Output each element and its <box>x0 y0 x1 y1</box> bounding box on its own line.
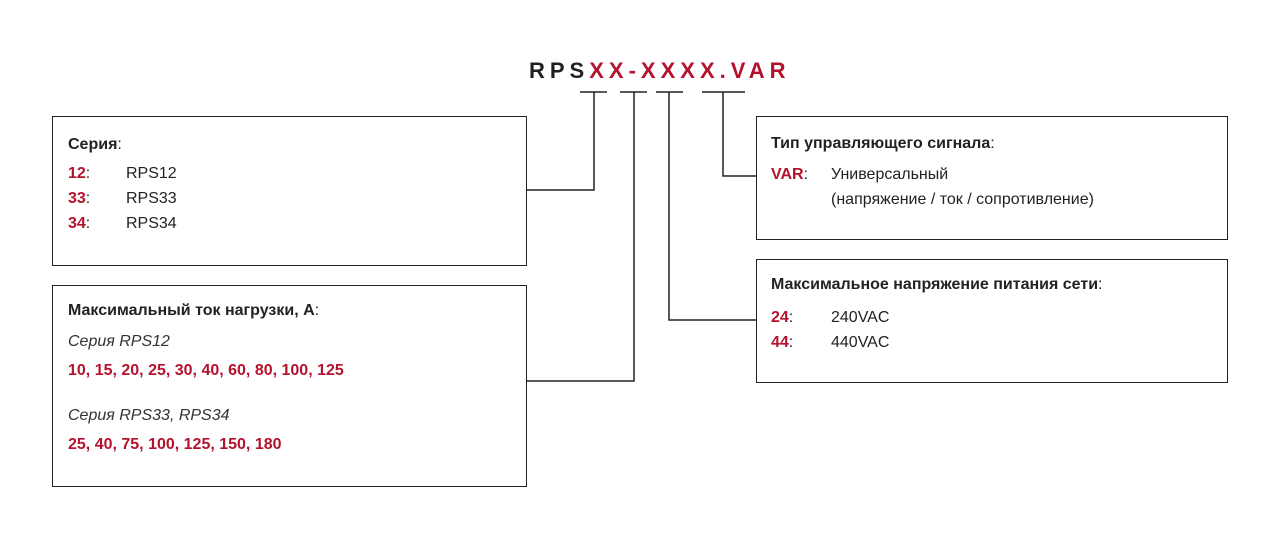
current-group-values-rps12: 10, 15, 20, 25, 30, 40, 60, 80, 100, 125 <box>68 362 344 379</box>
current-box: Максимальный ток нагрузки, А: Серия RPS1… <box>52 285 527 487</box>
series-item-34: 34:RPS34 <box>68 215 177 232</box>
current-group-label-rps12: Серия RPS12 <box>68 333 170 350</box>
signal-title: Тип управляющего сигнала: <box>771 135 995 152</box>
current-group-label-rps33-34: Серия RPS33, RPS34 <box>68 407 230 424</box>
signal-line1: Универсальный <box>831 166 949 183</box>
series-item-12: 12:RPS12 <box>68 165 177 182</box>
signal-item-var: VAR: <box>771 166 809 183</box>
code-variable: XX-XXXX. <box>589 58 731 83</box>
code-prefix: RPS <box>529 58 590 83</box>
voltage-title: Максимальное напряжение питания сети: <box>771 276 1103 293</box>
series-item-33: 33:RPS33 <box>68 190 177 207</box>
code-suffix: VAR <box>730 58 791 83</box>
voltage-item-44: 44:440VAC <box>771 334 890 351</box>
connector-signal <box>722 92 756 177</box>
signal-box: Тип управляющего сигнала: VAR: Универсал… <box>756 116 1228 240</box>
current-title: Максимальный ток нагрузки, А: <box>68 302 320 319</box>
voltage-item-24: 24:240VAC <box>771 309 890 326</box>
model-code: RPSXX-XXXX.VAR <box>529 58 791 84</box>
connector-current <box>527 92 635 382</box>
current-group-values-rps33-34: 25, 40, 75, 100, 125, 150, 180 <box>68 436 282 453</box>
series-title: Серия: <box>68 136 122 153</box>
connector-series <box>527 92 595 191</box>
signal-line2: (напряжение / ток / сопротивление) <box>831 191 1094 208</box>
voltage-box: Максимальное напряжение питания сети: 24… <box>756 259 1228 383</box>
series-box: Серия: 12:RPS12 33:RPS33 34:RPS34 <box>52 116 527 266</box>
connector-voltage <box>668 92 756 321</box>
